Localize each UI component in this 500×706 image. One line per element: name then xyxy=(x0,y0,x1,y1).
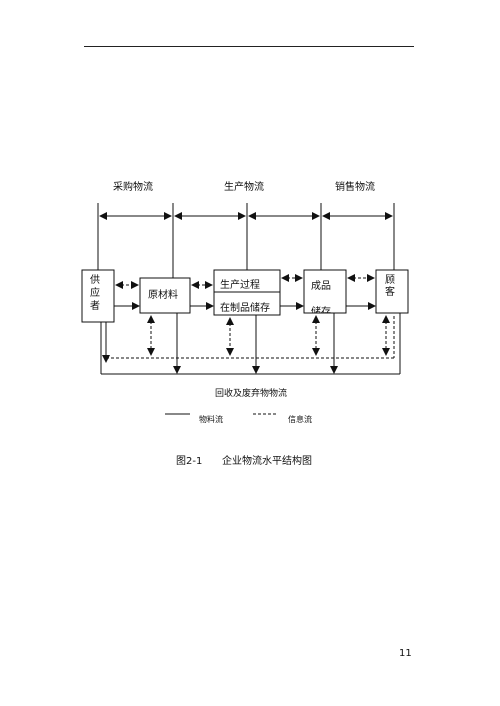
finished-storage-label: 储存 xyxy=(311,305,331,318)
customer-label-1: 顾 xyxy=(385,274,395,286)
header-rule xyxy=(84,46,414,47)
supplier-label-3: 者 xyxy=(90,300,100,312)
supplier-label-1: 供 xyxy=(90,273,100,286)
customer-label-2: 客 xyxy=(385,285,395,298)
raw-material-label: 原材料 xyxy=(148,288,178,301)
recycle-flow-label: 回收及废弃物物流 xyxy=(215,387,287,399)
boundary-lines xyxy=(97,203,395,278)
vertical-info-arrows xyxy=(106,315,395,359)
information-flow-arrows xyxy=(115,274,375,289)
figure-number: 图2-1 xyxy=(176,456,203,467)
finished-goods-box xyxy=(303,269,347,314)
finished-goods-label: 成品 xyxy=(311,280,331,292)
logistics-structure-diagram: 采购物流 生产物流 销售物流 供 应 者 xyxy=(81,180,409,424)
legend-material-label: 物料流 xyxy=(199,414,223,424)
legend-info-label: 信息流 xyxy=(288,414,312,424)
recycle-drop-arrows xyxy=(100,313,401,375)
customer-box xyxy=(375,269,409,314)
purchase-flow-label: 采购物流 xyxy=(113,180,153,193)
figure-title: 企业物流水平结构图 xyxy=(222,456,312,467)
page-number: 11 xyxy=(399,648,412,659)
raw-material-box xyxy=(139,277,191,314)
sales-flow-label: 销售物流 xyxy=(335,180,375,193)
production-flow-label: 生产物流 xyxy=(224,180,264,193)
supplier-label-2: 应 xyxy=(90,286,100,299)
supplier-box xyxy=(81,269,115,323)
finished-storage-clip: 储存 xyxy=(311,305,331,318)
wip-storage-label: 在制品储存 xyxy=(220,301,270,314)
production-process-label: 生产过程 xyxy=(220,278,260,291)
